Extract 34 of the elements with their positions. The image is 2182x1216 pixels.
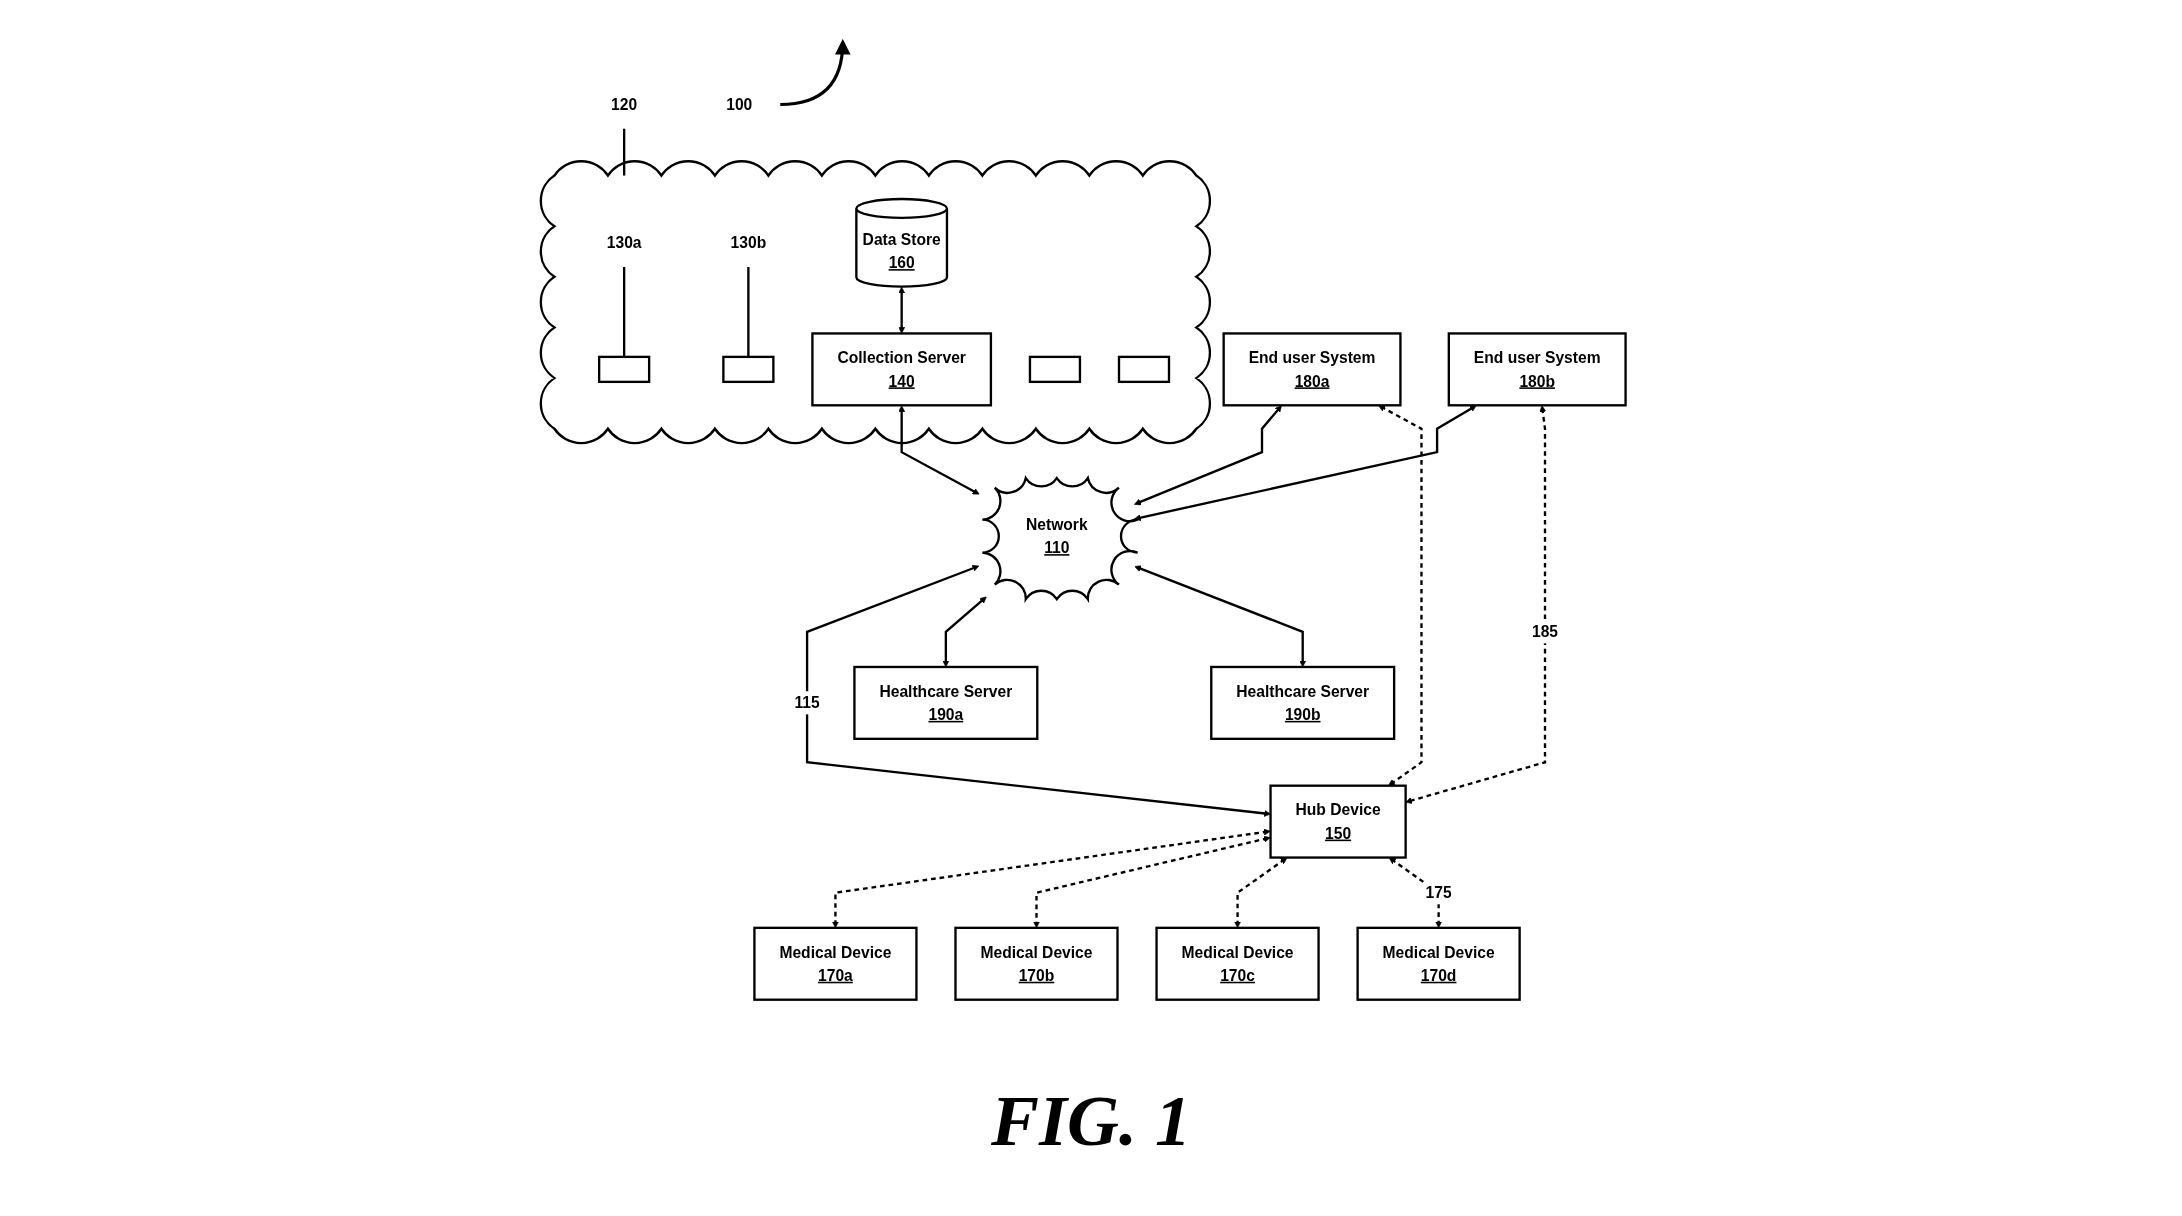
edge-label: 175	[1425, 884, 1452, 902]
edge-label: 115	[794, 694, 820, 712]
node-box: Healthcare Server 190a	[853, 665, 1039, 740]
node-box: Medical Device 170d	[1356, 926, 1521, 1001]
connector	[747, 267, 750, 357]
connector	[622, 267, 626, 357]
node-box	[598, 355, 651, 384]
node-box: End user System 180a	[1222, 332, 1402, 407]
arrow	[898, 405, 980, 495]
node-box: Medical Device 170c	[1155, 926, 1320, 1001]
node-box: End user System 180b	[1447, 332, 1627, 407]
node-box: Medical Device 170b	[954, 926, 1119, 1001]
arrow	[898, 286, 906, 334]
node-text: 130b	[730, 234, 767, 252]
figure-caption: FIG. 1	[990, 1081, 1191, 1161]
node-box	[1028, 355, 1082, 384]
connector	[622, 128, 626, 176]
arrow	[1405, 405, 1547, 804]
node-box: Hub Device 150	[1269, 784, 1407, 859]
arrow	[805, 565, 1271, 817]
node-box	[1117, 355, 1171, 384]
cluster	[539, 160, 1212, 445]
node-text: 100	[726, 95, 753, 114]
node-box: Medical Device 170a	[753, 926, 918, 1001]
node-text: 130a	[606, 234, 642, 252]
arrow	[780, 38, 851, 107]
node-text: 120	[611, 95, 638, 114]
node-box: Healthcare Server 190b	[1210, 665, 1396, 740]
node-box	[722, 355, 775, 384]
edge-label: 185	[1531, 623, 1559, 641]
node-box: Collection Server 140	[811, 332, 993, 407]
arrow	[1134, 405, 1477, 521]
arrow	[1134, 405, 1282, 506]
arrow	[1378, 405, 1423, 786]
